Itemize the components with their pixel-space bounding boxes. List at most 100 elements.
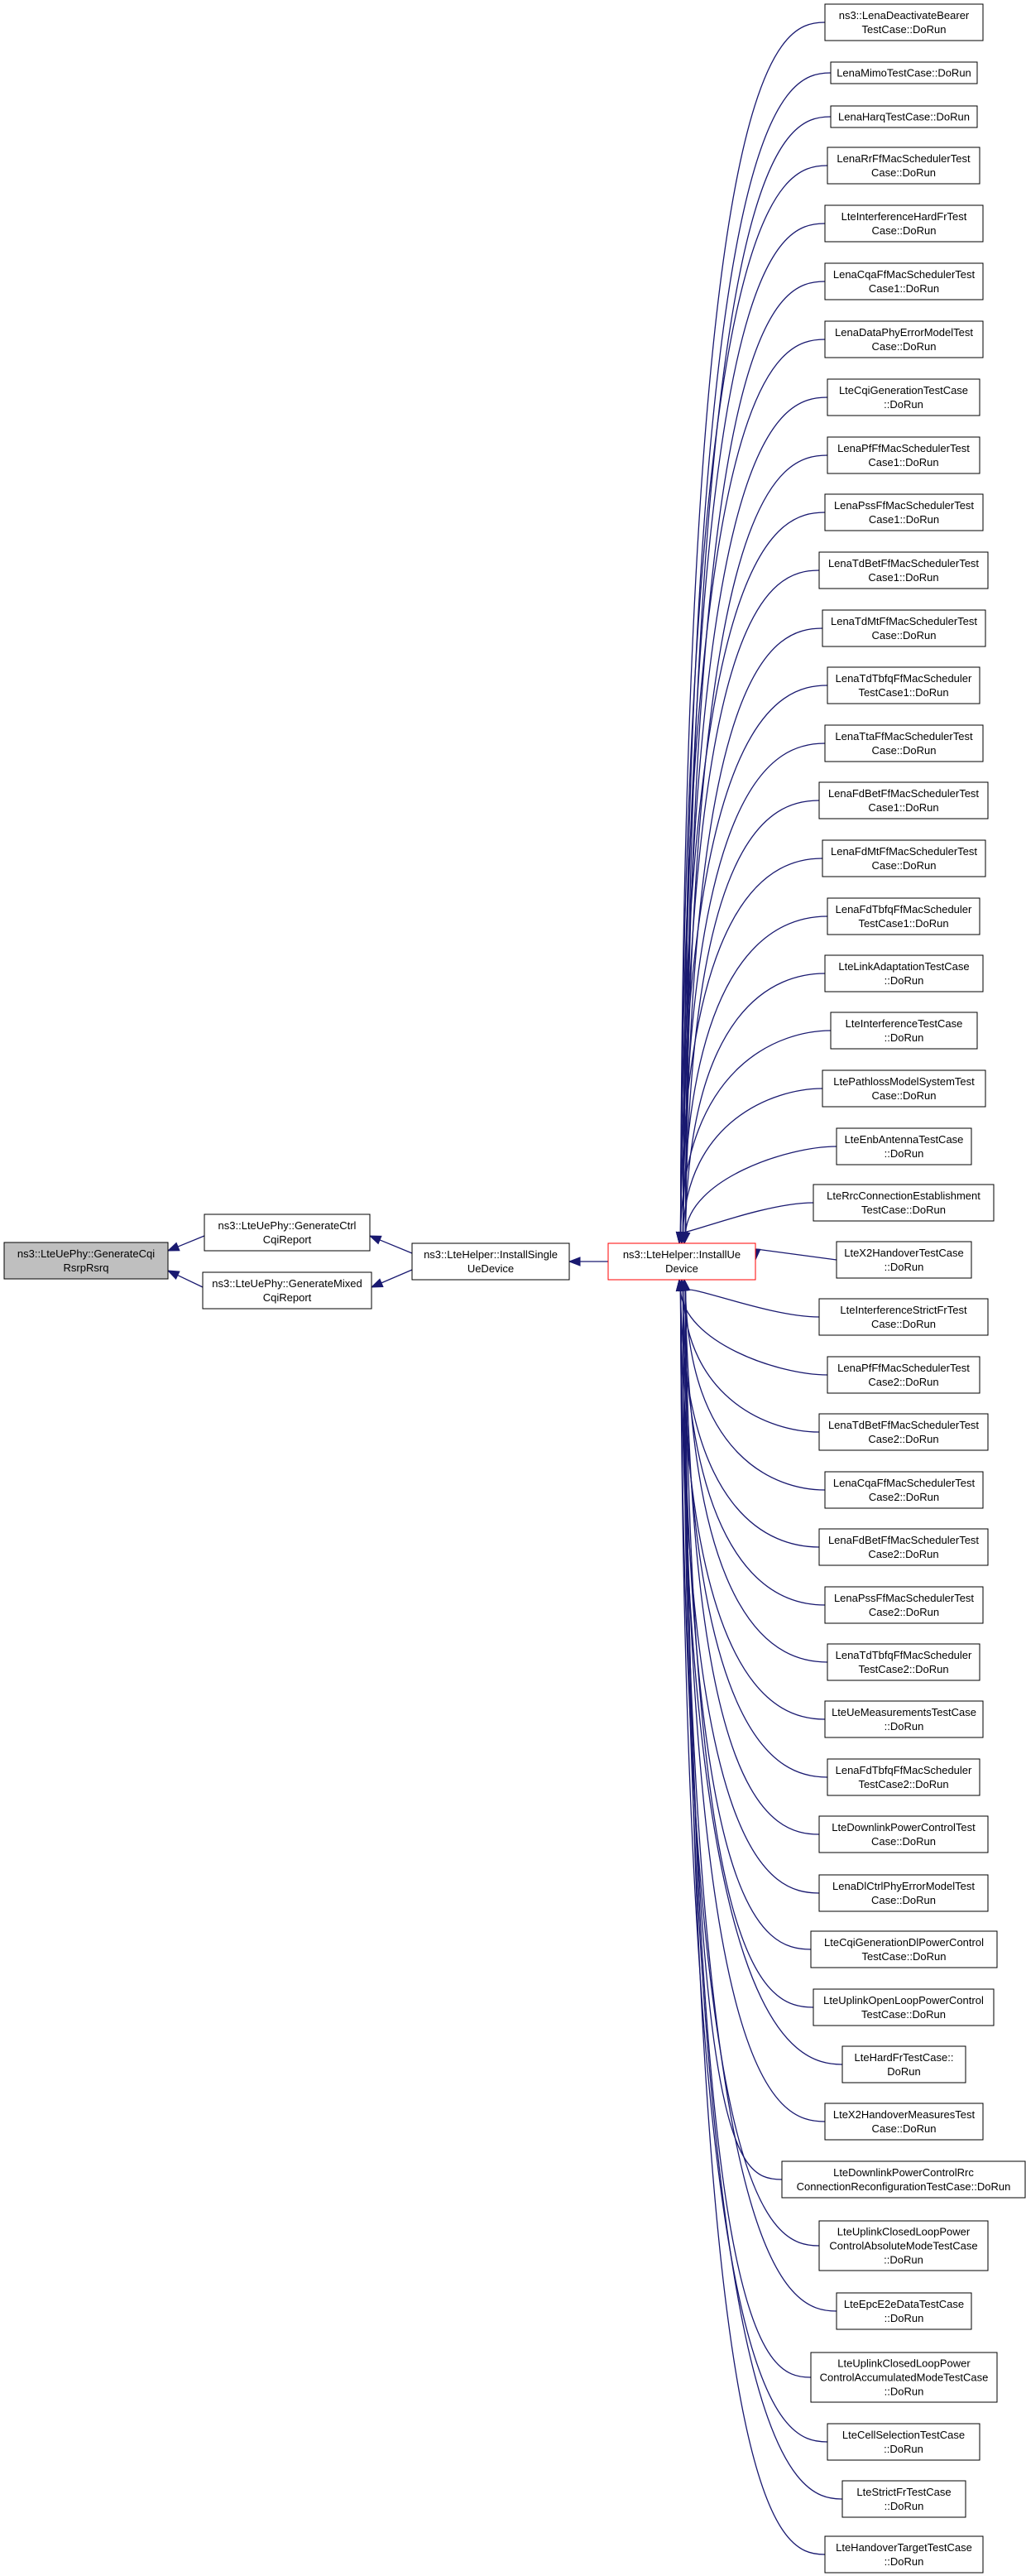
node-label-line: Case::DoRun <box>871 744 936 757</box>
node-box <box>822 1069 986 1108</box>
caller-node-lteuplinkopenlooppowercontrol-testcase-dorun[interactable]: LteUplinkOpenLoopPowerControlTestCase::D… <box>813 1988 995 2026</box>
node-layer: ns3::LteUePhy::GenerateCqiRsrpRsrqns3::L… <box>3 3 1026 2574</box>
caller-node-lteepce2edatatestcase-dorun[interactable]: LteEpcE2eDataTestCase::DoRun <box>836 2292 972 2330</box>
caller-node-ltecqigenerationtestcase-dorun[interactable]: LteCqiGenerationTestCase::DoRun <box>827 378 980 416</box>
node-box <box>827 1643 980 1681</box>
edge-ltecellselectiontestcase-dorun-to-install-ue-device <box>679 1290 828 2443</box>
caller-node-ltehandovertargettestcase-dorun[interactable]: LteHandoverTargetTestCase::DoRun <box>824 2535 984 2574</box>
node-label-line: LteInterferenceTestCase <box>846 1017 963 1030</box>
edge-ltecqigenerationtestcase-dorun-to-install-ue-device <box>682 396 828 1233</box>
node-label-line: ::DoRun <box>884 2443 923 2455</box>
caller-node-ltehardfrtestcase-dorun[interactable]: LteHardFrTestCase::DoRun <box>841 2045 966 2083</box>
edge-arrowhead <box>166 1242 180 1252</box>
node-label-line: ns3::LteUePhy::GenerateCqi <box>17 1247 155 1260</box>
caller-node-ltelinkadaptationtestcase-dorun[interactable]: LteLinkAdaptationTestCase::DoRun <box>824 954 984 992</box>
node-box <box>818 1298 989 1336</box>
edge-lenacqaffmacschedulertest-case2-dorun-to-install-ue-device <box>684 1290 826 1491</box>
edge-lenamimotestcase-dorun-to-install-ue-device <box>682 72 832 1233</box>
edge-lenaharqtestcase-dorun-to-install-ue-device <box>684 116 832 1233</box>
caller-node-lenaharqtestcase-dorun[interactable]: LenaHarqTestCase::DoRun <box>830 105 978 128</box>
caller-node-ltecellselectiontestcase-dorun[interactable]: LteCellSelectionTestCase::DoRun <box>827 2423 980 2461</box>
caller-node-ltecqigenerationdlpowercontrol-testcase-dorun[interactable]: LteCqiGenerationDlPowerControlTestCase::… <box>810 1930 998 1968</box>
caller-node-lenamimotestcase-dorun[interactable]: LenaMimoTestCase::DoRun <box>830 61 978 84</box>
edge-layer <box>166 22 843 2555</box>
node-box <box>822 609 986 647</box>
node-label-line: Case1::DoRun <box>869 513 939 526</box>
node-label-line: Case::DoRun <box>871 1894 936 1906</box>
node-box <box>818 551 989 589</box>
edge-lenatdtbfqffmacscheduler-testcase1-dorun-to-install-ue-device <box>679 685 828 1233</box>
node-box <box>607 1242 756 1281</box>
node-label-line: TestCase::DoRun <box>861 2008 946 2021</box>
node-label-line: LenaCqaFfMacSchedulerTest <box>833 268 976 281</box>
caller-node-ltex2handovertestcase-dorun[interactable]: LteX2HandoverTestCase::DoRun <box>836 1241 972 1279</box>
node-box <box>818 1874 989 1912</box>
edge-lenafdtbfqffmacscheduler-testcase2-dorun-to-install-ue-device <box>682 1290 828 1778</box>
caller-node-lteuemeasurementstestcase-dorun[interactable]: LteUeMeasurementsTestCase::DoRun <box>824 1700 984 1738</box>
node-box <box>824 262 984 300</box>
node-box <box>3 1242 169 1280</box>
node-label-line: TestCase::DoRun <box>862 1950 947 1963</box>
edge-lenadataphyerrormodeltest-case-dorun-to-install-ue-device <box>679 339 826 1233</box>
node-box <box>841 2480 966 2518</box>
edge-lenatdbetffmacschedulertest-case1-dorun-to-install-ue-device <box>682 570 820 1233</box>
node-box <box>836 1127 972 1165</box>
node-label-line: ControlAccumulatedModeTestCase <box>820 2372 989 2384</box>
node-box <box>818 1528 989 1566</box>
edge-ltepathlossmodelsystemtest-case-dorun-to-install-ue-device <box>682 1088 823 1233</box>
caller-node-ltedownlinkpowercontrolrrc-connectionreconfigurationtestcase-dorun[interactable]: LteDownlinkPowerControlRrcConnectionReco… <box>781 2160 1026 2199</box>
node-box <box>824 1700 984 1738</box>
node-label-line: CqiReport <box>263 1291 312 1304</box>
edge-lteinterferencestrictfrtest-case-dorun-to-install-ue-device <box>684 1289 820 1318</box>
node-box <box>204 1214 371 1252</box>
caller-node-lterrcconnectionestablishment-testcase-dorun[interactable]: LteRrcConnectionEstablishmentTestCase::D… <box>813 1184 995 1222</box>
node-label-line: LteUplinkClosedLoopPower <box>837 2226 971 2238</box>
edge-generate-mixed-to-generate-cqi <box>177 1275 204 1288</box>
caller-node-lteenbantennatestcase-dorun[interactable]: LteEnbAntennaTestCase::DoRun <box>836 1127 972 1165</box>
caller-node-lteinterferencetestcase-dorun[interactable]: LteInterferenceTestCase::DoRun <box>830 1012 978 1050</box>
edge-lenapssffmacschedulertest-case1-dorun-to-install-ue-device <box>679 512 826 1233</box>
caller-node-ltestrictfrtestcase-dorun[interactable]: LteStrictFrTestCase::DoRun <box>841 2480 966 2518</box>
edge-ltehandovertargettestcase-dorun-to-install-ue-device <box>684 1290 826 2555</box>
caller-node-lteuplinkclosedlooppower-controlaccumulatedmodetestcase-dorun[interactable]: LteUplinkClosedLoopPowerControlAccumulat… <box>810 2352 998 2403</box>
node-label-line: LteCqiGenerationDlPowerControl <box>824 1936 984 1949</box>
node-label-line: LenaPssFfMacSchedulerTest <box>834 499 974 512</box>
node-label-line: LteStrictFrTestCase <box>856 2486 951 2498</box>
node-label-line: LenaFdMtFfMacSchedulerTest <box>831 845 977 858</box>
node-label-line: LteEnbAntennaTestCase <box>845 1133 964 1146</box>
caller-node-lteuplinkclosedlooppower-controlabsolutemodetestcase-dorun[interactable]: LteUplinkClosedLoopPowerControlAbsoluteM… <box>818 2220 989 2271</box>
node-label-line: Case1::DoRun <box>868 801 938 814</box>
node-box <box>824 2103 984 2141</box>
